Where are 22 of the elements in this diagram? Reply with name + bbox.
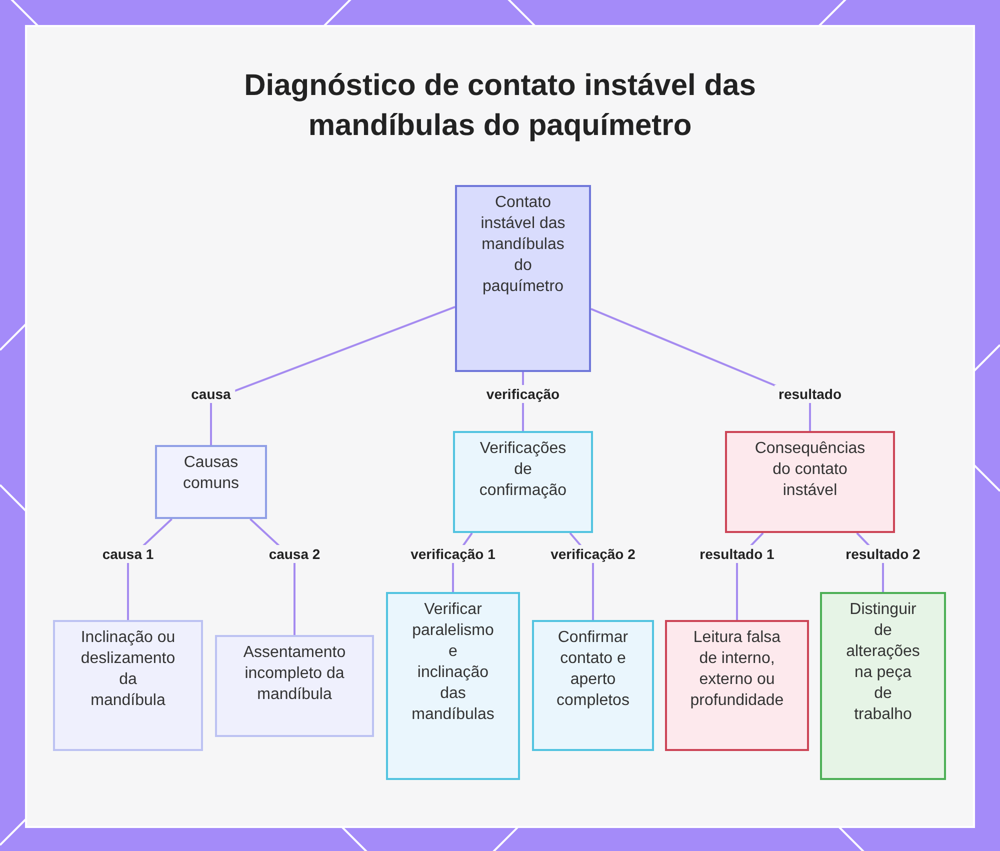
node-text: Causas comuns bbox=[182, 453, 240, 494]
concept-box bbox=[386, 592, 520, 780]
concept-box bbox=[725, 431, 895, 533]
node-text: Confirmar contato e aperto completos bbox=[556, 628, 630, 711]
node-text: Assentamento incompleto da mandíbula bbox=[242, 643, 347, 705]
concept-box bbox=[455, 185, 591, 372]
title: Diagnóstico de contato instável das mandíbulas do paquímetro bbox=[243, 68, 757, 144]
node-text: Inclinação ou deslizamento da mandíbula bbox=[80, 628, 176, 711]
concept-box bbox=[155, 445, 267, 519]
concept-box bbox=[453, 431, 593, 533]
concept-box bbox=[665, 620, 809, 751]
node-text: Consequências do contato instável bbox=[754, 439, 866, 501]
node-text: Distinguir de alterações na peça de trabalho bbox=[845, 600, 921, 725]
node-text: Verificações de confirmação bbox=[478, 439, 568, 501]
node-text: Contato instável das mandíbulas do paquímetro bbox=[480, 193, 566, 297]
node-text: Verificar paralelismo e inclinação das mandíbulas bbox=[411, 600, 495, 725]
concept-box bbox=[215, 635, 374, 737]
concept-box bbox=[820, 592, 946, 780]
connector-line bbox=[210, 306, 456, 445]
concept-box bbox=[532, 620, 654, 751]
node-text: Leitura falsa de interno, externo ou profundidade bbox=[689, 628, 785, 711]
concept-box bbox=[53, 620, 203, 751]
